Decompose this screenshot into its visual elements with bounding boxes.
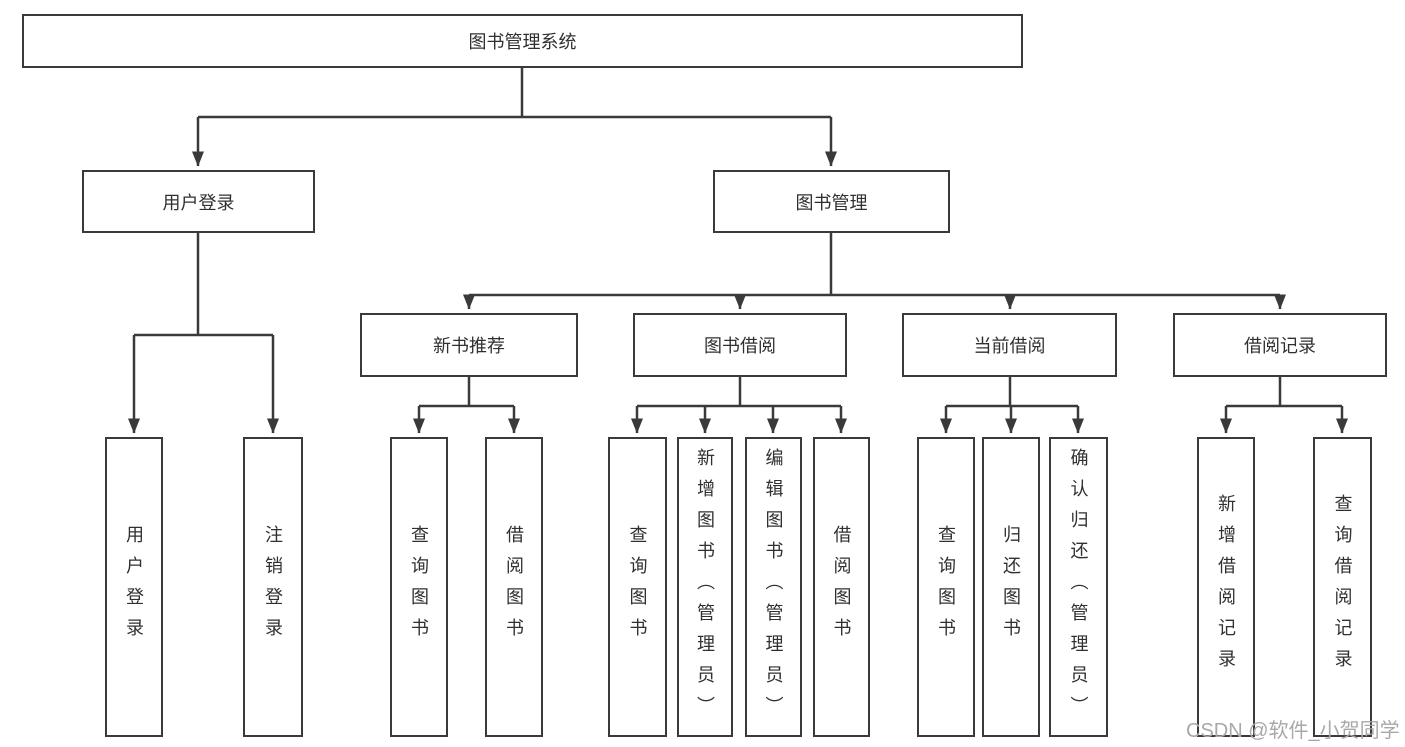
- leaf-query-books-current-label: 查询图书: [936, 525, 956, 649]
- leaf-edit-book-admin: 编辑图书（管理员）: [745, 437, 802, 737]
- watermark: CSDN @软件_小贺同学: [1186, 720, 1400, 742]
- leaf-borrow-books-recommend: 借阅图书: [485, 437, 543, 737]
- leaf-confirm-return-admin: 确认归还（管理员）: [1049, 437, 1108, 737]
- leaf-edit-book-admin-label: 编辑图书（管理员）: [763, 447, 784, 727]
- node-current-borrow: 当前借阅: [902, 313, 1117, 377]
- leaf-add-book-admin-label: 新增图书（管理员）: [695, 447, 715, 727]
- node-new-book-recommend: 新书推荐: [360, 313, 578, 377]
- leaf-query-books-borrow-label: 查询图书: [627, 525, 648, 649]
- node-borrow-records: 借阅记录: [1173, 313, 1387, 377]
- leaf-query-borrow-record-label: 查询借阅记录: [1332, 494, 1353, 680]
- leaf-borrow-books-recommend-label: 借阅图书: [504, 525, 524, 649]
- connector-user-login-split: [128, 233, 279, 434]
- leaf-borrow-books-borrow: 借阅图书: [813, 437, 870, 737]
- leaf-user-login-label: 用户登录: [124, 525, 144, 649]
- leaf-query-borrow-record: 查询借阅记录: [1313, 437, 1372, 737]
- connector-book-borrow-split: [631, 377, 847, 434]
- leaf-add-borrow-record-label: 新增借阅记录: [1216, 494, 1236, 680]
- leaf-logout: 注销登录: [243, 437, 303, 737]
- leaf-query-books-recommend-label: 查询图书: [409, 525, 429, 649]
- node-book-borrow: 图书借阅: [633, 313, 847, 377]
- leaf-add-borrow-record: 新增借阅记录: [1197, 437, 1255, 737]
- leaf-query-books-borrow: 查询图书: [608, 437, 667, 737]
- connector-new-book-recommend-split: [413, 377, 520, 434]
- connector-book-management-split: [463, 233, 1286, 310]
- leaf-return-books-label: 归还图书: [1001, 525, 1021, 649]
- leaf-confirm-return-admin-label: 确认归还（管理员）: [1068, 447, 1089, 727]
- node-book-management: 图书管理: [713, 170, 950, 233]
- leaf-add-book-admin: 新增图书（管理员）: [677, 437, 733, 737]
- leaf-logout-label: 注销登录: [263, 525, 283, 649]
- connector-borrow-records-split: [1220, 377, 1348, 434]
- leaf-user-login: 用户登录: [105, 437, 163, 737]
- leaf-return-books: 归还图书: [982, 437, 1040, 737]
- leaf-query-books-current: 查询图书: [917, 437, 975, 737]
- connector-root-split: [192, 68, 837, 167]
- node-user-login: 用户登录: [82, 170, 315, 233]
- connector-current-borrow-split: [940, 377, 1084, 434]
- leaf-query-books-recommend: 查询图书: [390, 437, 448, 737]
- node-root: 图书管理系统: [22, 14, 1023, 68]
- leaf-borrow-books-borrow-label: 借阅图书: [831, 525, 852, 649]
